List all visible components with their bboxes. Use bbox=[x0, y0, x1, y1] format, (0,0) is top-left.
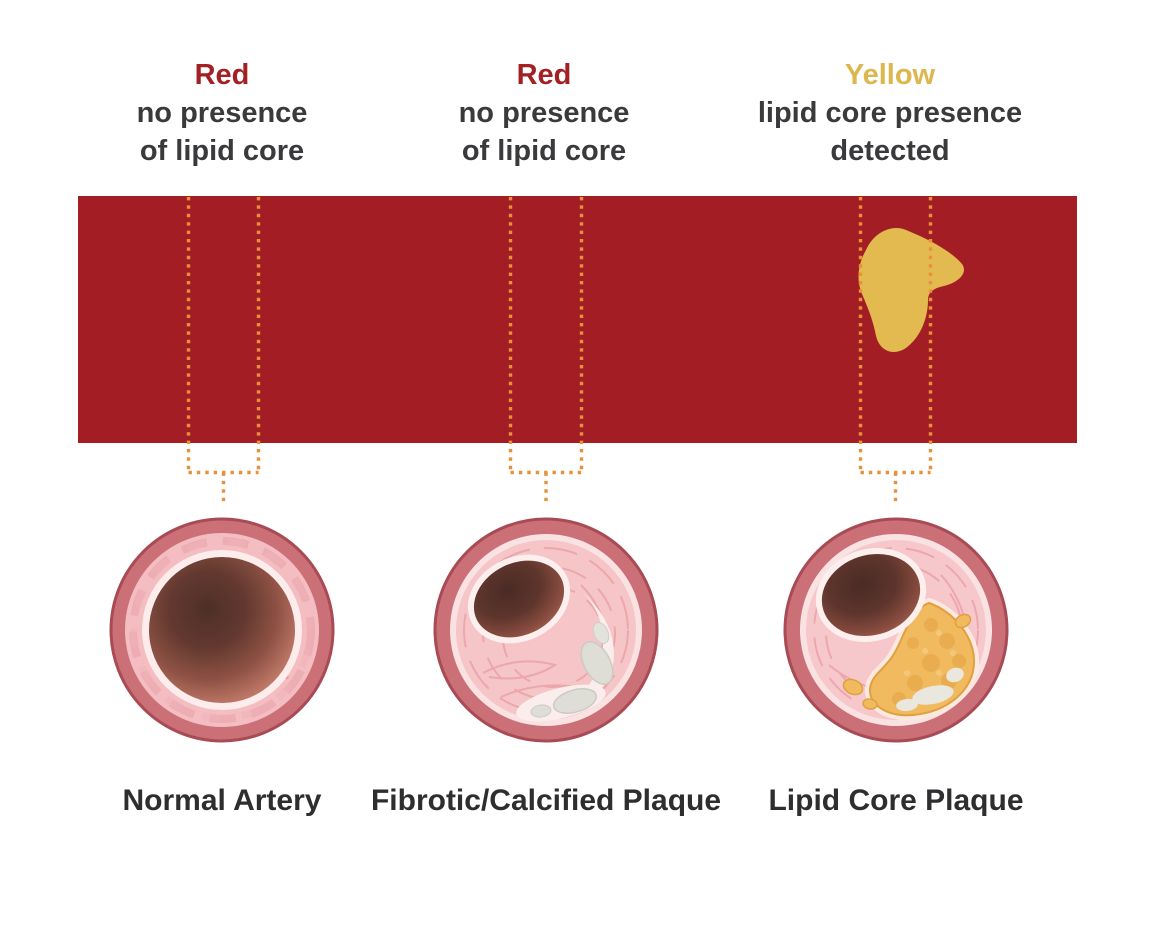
artery-lumen bbox=[149, 557, 295, 703]
signal-label-lipid: Yellow lipid core presence detected bbox=[720, 56, 1060, 170]
lipid-core-blob-shape bbox=[858, 228, 964, 352]
calcified-deposits bbox=[530, 622, 614, 718]
lipid-core-blob bbox=[858, 228, 964, 352]
artery-lumen bbox=[467, 554, 571, 644]
signal-description-line-2: of lipid core bbox=[461, 135, 627, 167]
signal-color-name: Yellow bbox=[844, 59, 936, 91]
calcification-in-core bbox=[896, 667, 964, 712]
signal-description-line-1: lipid core presence bbox=[757, 97, 1023, 129]
satellite-lipid-blobs bbox=[842, 613, 972, 710]
caption-normal-artery: Normal Artery bbox=[122, 784, 322, 817]
normal-artery-illustration bbox=[109, 517, 335, 743]
signal-description-line-1: no presence bbox=[458, 97, 630, 129]
signal-description-line-2: of lipid core bbox=[139, 135, 305, 167]
signal-label-normal: Red no presence of lipid core bbox=[52, 56, 392, 170]
artery-lumen bbox=[815, 547, 927, 643]
vessel-scan-band bbox=[78, 196, 1077, 443]
fibrotic-calcified-artery-illustration bbox=[433, 517, 659, 743]
signal-label-fibrotic: Red no presence of lipid core bbox=[374, 56, 714, 170]
signal-color-name: Red bbox=[194, 59, 250, 91]
caption-fibrotic-calcified-plaque: Fibrotic/Calcified Plaque bbox=[370, 784, 722, 817]
signal-description-line-2: detected bbox=[830, 135, 950, 167]
signal-description-line-1: no presence bbox=[136, 97, 308, 129]
signal-color-name: Red bbox=[516, 59, 572, 91]
caption-lipid-core-plaque: Lipid Core Plaque bbox=[768, 784, 1024, 817]
lipid-core-artery-illustration bbox=[783, 517, 1009, 743]
